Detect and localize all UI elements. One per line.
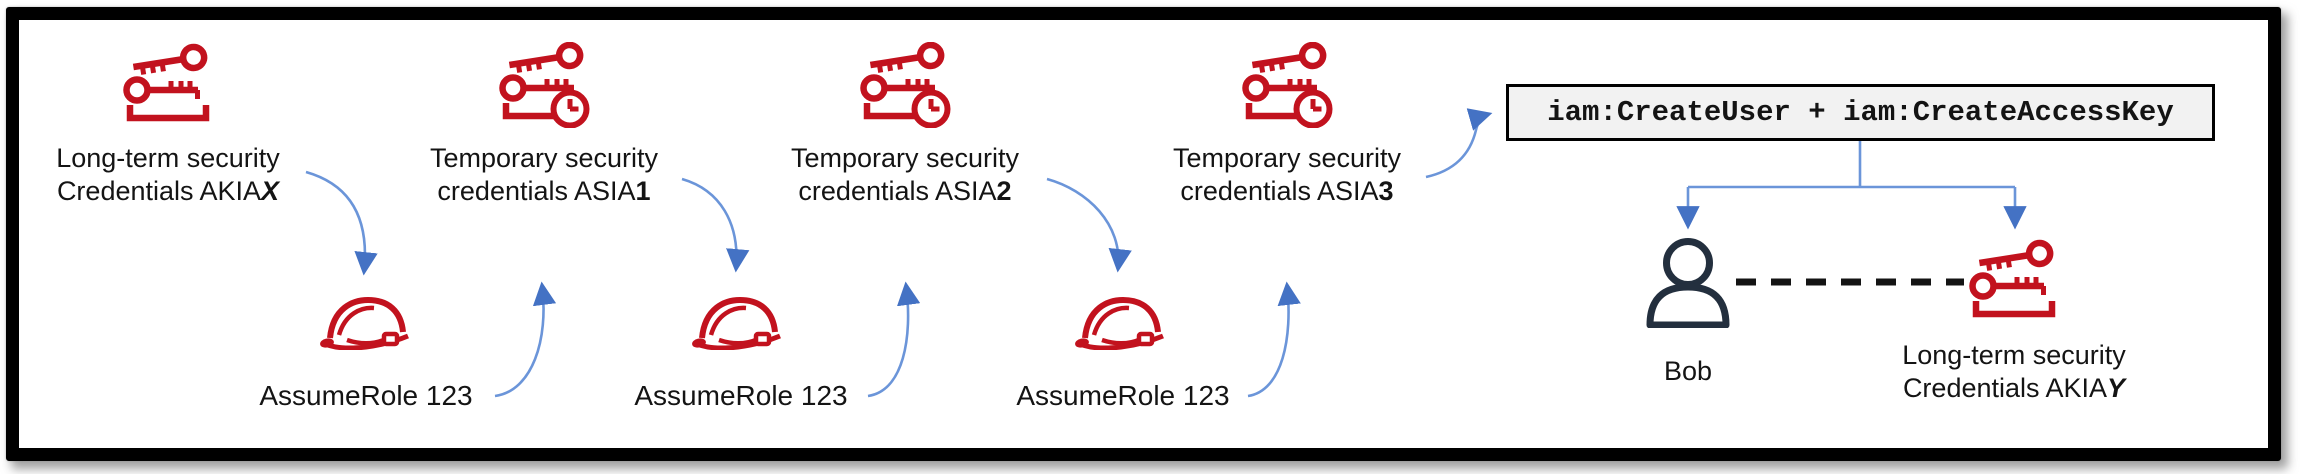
long-term-keys-icon — [120, 42, 216, 128]
iam-action-box: iam:CreateUser + iam:CreateAccessKey — [1506, 84, 2215, 141]
stage-3-label: Temporary security credentials ASIA2 — [745, 142, 1065, 208]
stage-4-key-id: 3 — [1378, 176, 1394, 206]
stage-1-key-id: X — [261, 176, 280, 206]
stage-1-line2: Credentials AKIA — [56, 176, 262, 206]
temporary-keys-clock-icon — [496, 42, 592, 128]
assume-role-helmet-icon — [1073, 292, 1169, 350]
stage-2-label: Temporary security credentials ASIA1 — [384, 142, 704, 208]
stage-4-line1: Temporary security — [1172, 143, 1402, 173]
long-term-keys-icon — [1966, 238, 2062, 324]
result-cred-line2: Credentials AKIA — [1902, 373, 2108, 403]
stage-3-line2: credentials ASIA — [798, 176, 997, 206]
assume-role-1-label: AssumeRole 123 — [259, 380, 473, 411]
stage-4-label: Temporary security credentials ASIA3 — [1127, 142, 1447, 208]
result-cred-key-id: Y — [2107, 373, 2126, 403]
stage-3-key-id: 2 — [996, 176, 1012, 206]
stage-4-line2: credentials ASIA — [1180, 176, 1379, 206]
stage-1-line1: Long-term security — [56, 143, 280, 173]
assume-role-helmet-icon — [690, 292, 786, 350]
result-cred-line1: Long-term security — [1902, 340, 2126, 370]
bob-label: Bob — [1663, 356, 1713, 386]
assume-role-3-label: AssumeRole 123 — [1016, 380, 1230, 411]
stage-2-line2: credentials ASIA — [437, 176, 636, 206]
stage-3-line1: Temporary security — [790, 143, 1020, 173]
user-icon — [1643, 236, 1733, 328]
result-credentials-label: Long-term security Credentials AKIAY — [1854, 339, 2174, 405]
temporary-keys-clock-icon — [1239, 42, 1335, 128]
assume-role-helmet-icon — [318, 292, 414, 350]
stage-2-line1: Temporary security — [429, 143, 659, 173]
diagram-frame — [6, 7, 2281, 461]
temporary-keys-clock-icon — [857, 42, 953, 128]
stage-1-label: Long-term security Credentials AKIAX — [8, 142, 328, 208]
stage-2-key-id: 1 — [635, 176, 651, 206]
iam-action-text: iam:CreateUser + iam:CreateAccessKey — [1547, 96, 2174, 129]
assume-role-2-label: AssumeRole 123 — [634, 380, 848, 411]
